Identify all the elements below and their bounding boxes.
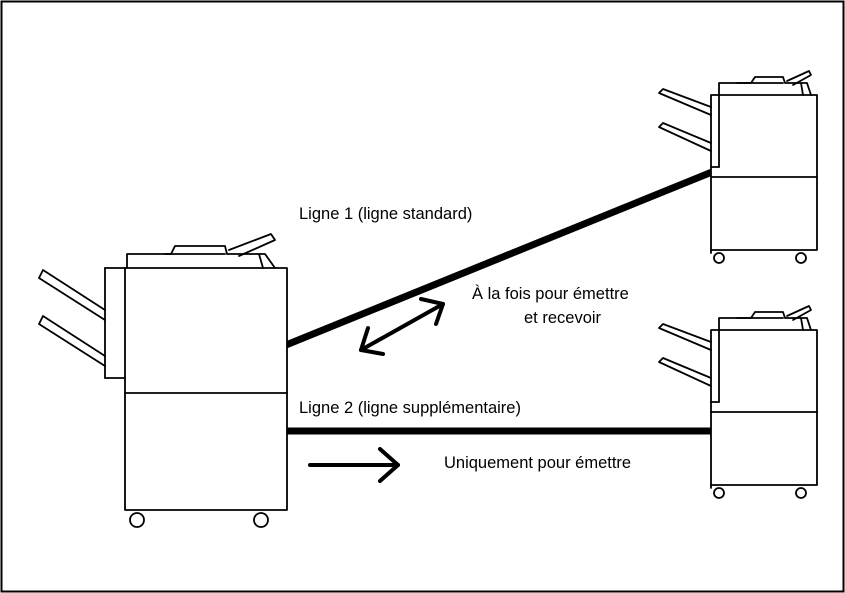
send-receive-label-1: À la fois pour émettre [472, 284, 629, 303]
remote-printer-line-2 [658, 305, 818, 499]
send-receive-label-2: et recevoir [524, 309, 602, 327]
main-multifunction-printer [38, 233, 288, 528]
remote-printer-line-1 [658, 70, 818, 264]
send-only-label: Uniquement pour émettre [444, 454, 631, 472]
bidirectional-arrow-icon [359, 297, 445, 356]
line-1-connection [284, 168, 714, 349]
send-arrow-icon [308, 447, 400, 483]
line-1-label: Ligne 1 (ligne standard) [299, 205, 472, 223]
line-2-label: Ligne 2 (ligne supplémentaire) [299, 399, 521, 417]
